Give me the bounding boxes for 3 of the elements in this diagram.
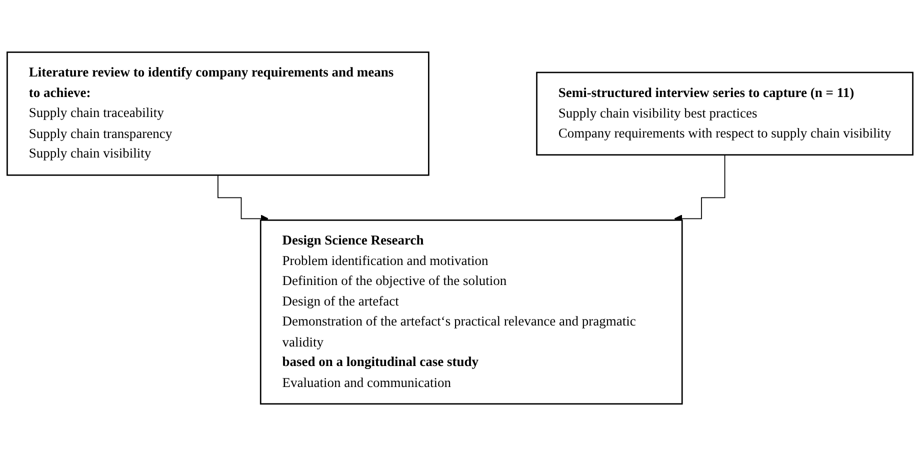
text-box: Design Science Research Problem identification and motivation Definition of the objective of the solution Design of the artefact Demonstration of the artefact‘s practical relevance and pragmatic validity based on a longitudinal case study Evaluation and communication (260, 220, 683, 406)
text-box: Literature review to identify company requirements and means to achieve: Supply chain traceability Supply chain transparency Supply chain visibility (6, 52, 430, 176)
text-box: Semi-structured interview series to capture (n = 11) Supply chain visibility best practices Company requirements with respect to supply chain visibility (536, 72, 914, 156)
